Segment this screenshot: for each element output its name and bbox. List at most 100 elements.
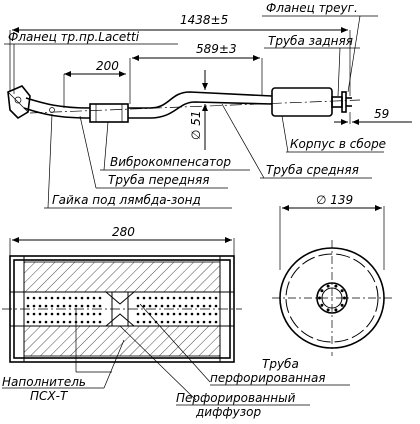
perforation-hole bbox=[38, 296, 42, 300]
perforation-hole bbox=[172, 296, 176, 300]
front-pipe-shape bbox=[25, 97, 91, 109]
perforation-hole bbox=[196, 312, 200, 316]
label-perforated-diffuser-line2: диффузор bbox=[195, 405, 261, 419]
perforation-hole bbox=[80, 296, 84, 300]
middle-pipe-shape bbox=[128, 91, 273, 109]
end-hole bbox=[343, 296, 346, 300]
perforation-hole bbox=[136, 312, 140, 316]
perforation-hole bbox=[68, 320, 72, 324]
dim-housing-length: 280 bbox=[112, 225, 135, 239]
perforation-hole bbox=[98, 320, 102, 324]
perforation-hole bbox=[38, 304, 42, 308]
perforation-hole bbox=[68, 304, 72, 308]
perforation-hole bbox=[208, 304, 212, 308]
rear-flange-shape bbox=[341, 91, 347, 113]
muffler-housing-shape bbox=[271, 87, 333, 117]
label-pipe-middle: Труба средняя bbox=[266, 163, 359, 177]
perforation-hole bbox=[154, 312, 158, 316]
perforation-hole bbox=[202, 320, 206, 324]
perforation-hole bbox=[44, 304, 48, 308]
perforation-hole bbox=[86, 296, 90, 300]
perforation-hole bbox=[92, 304, 96, 308]
perforation-hole bbox=[62, 312, 66, 316]
perforation-hole bbox=[214, 320, 218, 324]
perforation-hole bbox=[62, 320, 66, 324]
perforation-hole bbox=[44, 312, 48, 316]
perforation-hole bbox=[26, 296, 30, 300]
label-vibro-compensator: Виброкомпенсатор bbox=[110, 155, 231, 169]
label-pipe-front: Труба передняя bbox=[108, 173, 209, 187]
perforation-hole bbox=[92, 320, 96, 324]
perforation-hole bbox=[166, 296, 170, 300]
end-hole bbox=[326, 284, 330, 288]
perforation-hole bbox=[26, 304, 30, 308]
perforation-hole bbox=[142, 312, 146, 316]
perforation-hole bbox=[142, 296, 146, 300]
end-hole bbox=[340, 289, 344, 293]
perforation-hole bbox=[166, 304, 170, 308]
perforation-hole bbox=[202, 312, 206, 316]
filler-bottom bbox=[23, 325, 221, 357]
end-hole bbox=[326, 308, 330, 312]
perforation-hole bbox=[190, 320, 194, 324]
end-hole bbox=[318, 296, 321, 300]
perforation-hole bbox=[190, 296, 194, 300]
label-flange-triangular: Фланец треуг. bbox=[266, 1, 358, 15]
label-lambda-nut: Гайка под лямбда-зонд bbox=[52, 193, 201, 207]
perforation-hole bbox=[86, 312, 90, 316]
perforation-hole bbox=[38, 320, 42, 324]
end-hole bbox=[340, 303, 344, 307]
perforation-hole bbox=[178, 320, 182, 324]
perforation-hole bbox=[160, 296, 164, 300]
perforation-hole bbox=[148, 320, 152, 324]
perforation-hole bbox=[26, 312, 30, 316]
end-view-holes bbox=[318, 284, 346, 312]
perforation-hole bbox=[214, 304, 218, 308]
front-flange-shape bbox=[7, 85, 31, 120]
perforation-hole bbox=[32, 304, 36, 308]
perforation-hole bbox=[68, 296, 72, 300]
end-hole bbox=[320, 289, 324, 293]
perforation-hole bbox=[166, 312, 170, 316]
dim-housing-diameter: ∅ 139 bbox=[316, 193, 353, 207]
label-filler-line2: ПСХ-Т bbox=[30, 389, 69, 403]
perforation-hole bbox=[50, 296, 54, 300]
perforation-hole bbox=[56, 320, 60, 324]
perforation-hole bbox=[92, 296, 96, 300]
perforation-hole bbox=[50, 312, 54, 316]
dim-total-length: 1438±5 bbox=[180, 13, 228, 27]
perforation-hole bbox=[56, 304, 60, 308]
perforation-hole bbox=[208, 320, 212, 324]
perforation-hole bbox=[196, 320, 200, 324]
perforation-hole bbox=[172, 304, 176, 308]
perforation-hole bbox=[160, 312, 164, 316]
perforation-hole bbox=[56, 312, 60, 316]
perforation-hole bbox=[38, 312, 42, 316]
perforation-hole bbox=[148, 296, 152, 300]
perforation-hole bbox=[184, 296, 188, 300]
label-flange-lacetti: Фланец тр.пр.Lacetti bbox=[8, 30, 140, 44]
perforation-hole bbox=[86, 320, 90, 324]
perforation-hole bbox=[142, 304, 146, 308]
dim-offset-59: 59 bbox=[374, 107, 389, 121]
perforation-hole bbox=[32, 320, 36, 324]
perforation-hole bbox=[44, 296, 48, 300]
perforation-hole bbox=[32, 296, 36, 300]
vibro-compensator-shape bbox=[89, 103, 129, 123]
perforation-hole bbox=[74, 296, 78, 300]
label-housing-assembly: Корпус в сборе bbox=[290, 137, 386, 151]
perforation-hole bbox=[202, 296, 206, 300]
perforation-hole bbox=[208, 312, 212, 316]
perforation-hole bbox=[80, 320, 84, 324]
perforation-hole bbox=[26, 320, 30, 324]
label-filler-line1: Наполнитель bbox=[2, 375, 86, 389]
exhaust-assembly-view: 1438±5 589±3 200 ∅ 51 59 Фланец треуг. Ф… bbox=[4, 1, 412, 209]
dim-segment-589: 589±3 bbox=[196, 42, 237, 56]
perforation-hole bbox=[74, 304, 78, 308]
end-hole bbox=[320, 303, 324, 307]
perforation-hole bbox=[62, 296, 66, 300]
perforation-hole bbox=[50, 320, 54, 324]
perforation-hole bbox=[178, 304, 182, 308]
perforation-hole bbox=[160, 304, 164, 308]
perforation-hole bbox=[184, 304, 188, 308]
